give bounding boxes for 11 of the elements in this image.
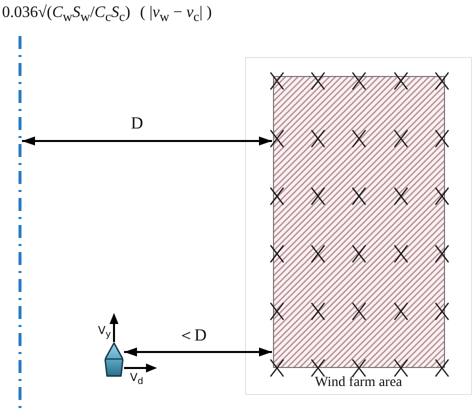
boat-icon (104, 342, 124, 377)
velocity-label: V$_{d}$ (130, 372, 144, 388)
area-caption: Wind farm area (314, 374, 402, 390)
velocity-label: V$_{y}$ (98, 325, 111, 340)
edge-label: D (128, 114, 146, 132)
wind-farm-panel (245, 57, 472, 395)
formula: ( |v$_{w}$ − v$_{c}$| ) (140, 4, 212, 25)
dash-dot-line (18, 36, 22, 410)
double-arrow (124, 348, 272, 356)
formula: 0.036√(C$_{w}$S$_{w}$/C$_{c}$S$_{c}$) (2, 4, 130, 25)
double-arrow (22, 136, 272, 146)
